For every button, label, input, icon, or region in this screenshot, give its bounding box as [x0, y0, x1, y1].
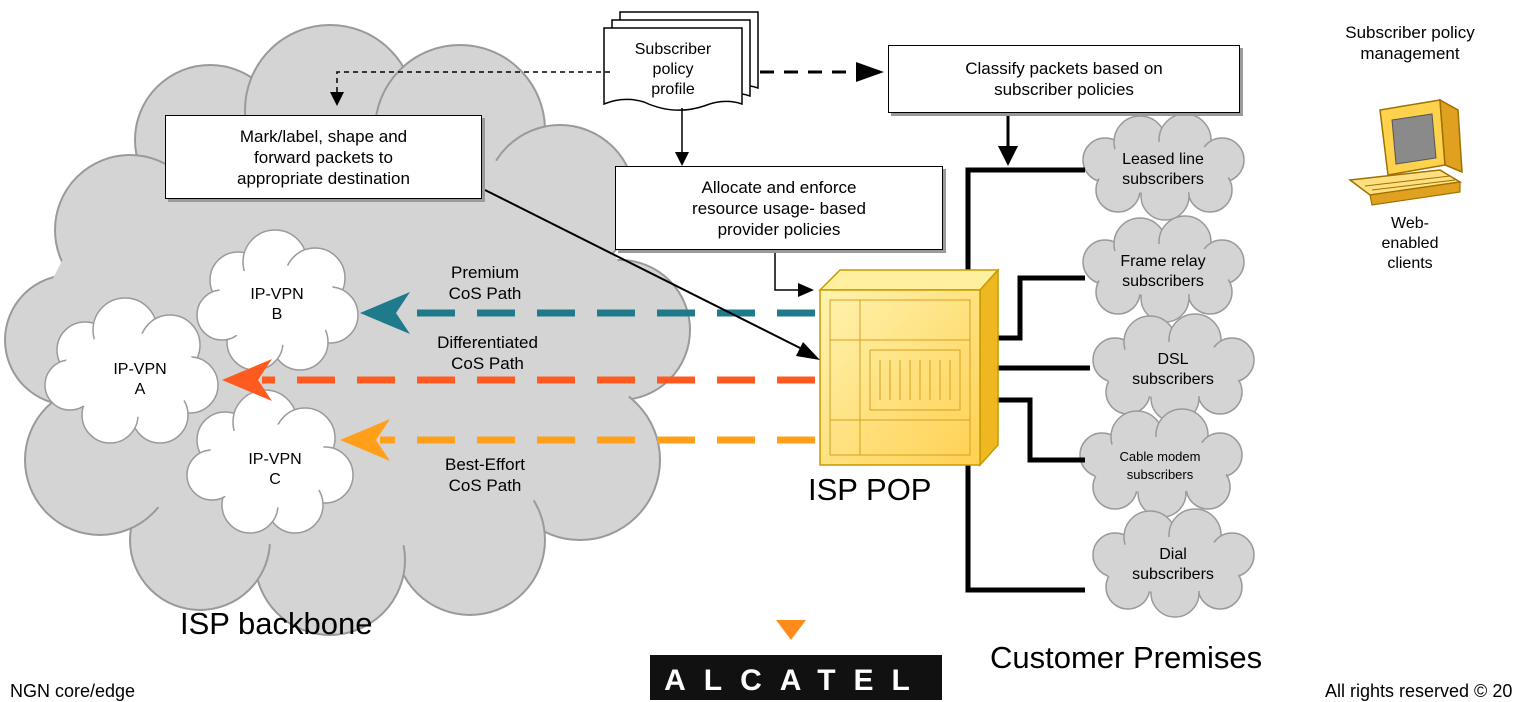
ip-vpn-b-label: IP-VPN B — [250, 286, 304, 323]
isp-backbone-label: ISP backbone — [180, 606, 373, 641]
footer-right: All rights reserved © 20 — [1325, 681, 1513, 701]
premium-cos-path — [360, 292, 815, 334]
policy-profile-document — [603, 11, 759, 111]
subscriber-cable-modem: Cable modem subscribers — [1119, 449, 1201, 482]
subscriber-frame-relay: Frame relay subscribers — [1120, 253, 1206, 290]
ip-vpn-a-cloud — [44, 297, 219, 444]
differentiated-path-label: Differentiated CoS Path — [437, 333, 538, 373]
dsl-cloud — [1092, 313, 1255, 423]
best-effort-cos-path — [340, 419, 815, 461]
leased-line-cloud — [1082, 113, 1245, 221]
alcatel-wordmark: ALCATEL — [664, 664, 928, 697]
classify-box: Classify packets based on subscriber pol… — [888, 45, 1240, 113]
isp-pop-label: ISP POP — [808, 472, 932, 507]
computer-icon — [1348, 98, 1463, 206]
policy-profile-label: Subscriber policy profile — [634, 41, 712, 98]
footer-left: NGN core/edge — [10, 681, 136, 701]
ip-vpn-a-label: IP-VPN A — [113, 361, 167, 398]
subscriber-dsl: DSL subscribers — [1132, 351, 1214, 388]
alcatel-logo — [650, 620, 942, 700]
mark-label-box: Mark/label, shape and forward packets to… — [165, 115, 482, 199]
subscriber-dial: Dial subscribers — [1132, 546, 1214, 583]
connector-arrows — [330, 62, 1018, 360]
subscriber-leased-line: Leased line subscribers — [1122, 151, 1204, 188]
ip-vpn-c-cloud — [186, 389, 354, 534]
ip-vpn-b-cloud — [196, 229, 359, 371]
management-title: Subscriber policy management — [1345, 23, 1475, 63]
frame-relay-cloud — [1082, 215, 1245, 323]
isp-pop-device — [818, 268, 1000, 467]
cable-modem-cloud — [1079, 408, 1243, 518]
allocate-box: Allocate and enforce resource usage- bas… — [615, 166, 943, 250]
customer-premises-label: Customer Premises — [990, 640, 1263, 675]
best-effort-path-label: Best-Effort CoS Path — [445, 455, 525, 495]
ip-vpn-c-label: IP-VPN C — [248, 451, 302, 488]
isp-backbone-cloud — [4, 24, 691, 636]
web-enabled-clients-label: Web- enabled clients — [1381, 215, 1439, 272]
premium-path-label: Premium CoS Path — [448, 263, 522, 303]
differentiated-cos-path — [222, 359, 815, 401]
dial-cloud — [1092, 508, 1255, 618]
